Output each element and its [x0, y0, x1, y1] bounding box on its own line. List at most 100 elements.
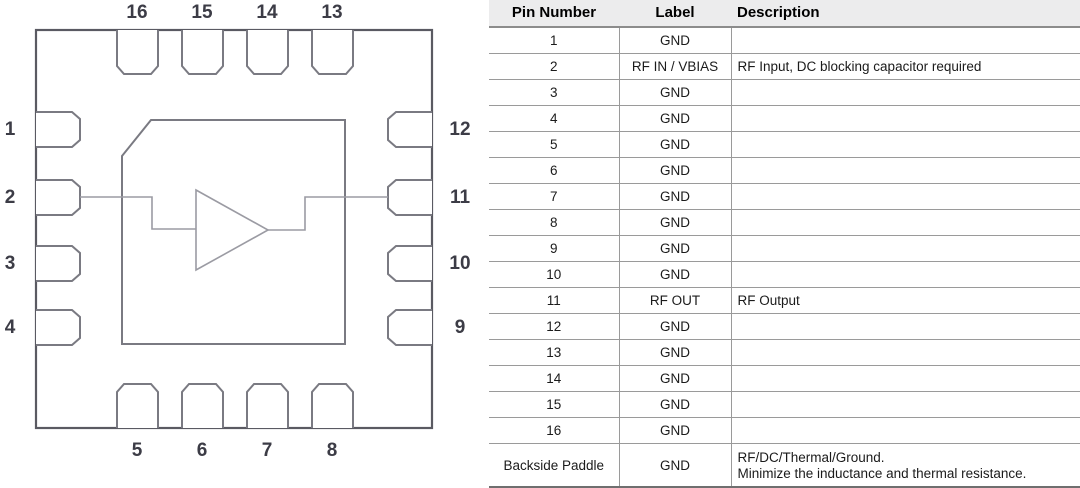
table-row: 12 GND — [489, 313, 1080, 340]
pin-label-14: 14 — [256, 2, 278, 23]
pad-7 — [246, 383, 289, 428]
table-header-row: Pin Number Label Description — [489, 0, 1080, 28]
pin-label-6: 6 — [197, 440, 208, 461]
pin-label-3: 3 — [5, 253, 16, 274]
cell-desc: RF Output — [731, 287, 1080, 314]
cell-desc — [731, 391, 1080, 418]
cell-pin: 6 — [489, 157, 620, 184]
cell-pin: 3 — [489, 79, 620, 106]
cell-label: RF OUT — [619, 287, 732, 314]
table-row: 4 GND — [489, 105, 1080, 132]
pin-label-8: 8 — [327, 440, 338, 461]
cell-desc — [731, 365, 1080, 392]
pad-2 — [36, 179, 81, 216]
header-label: Label — [619, 0, 731, 28]
cell-pin: 4 — [489, 105, 620, 132]
table-row: 1 GND — [489, 27, 1080, 54]
pin-label-11: 11 — [450, 187, 471, 208]
cell-label: RF IN / VBIAS — [619, 53, 732, 80]
cell-desc — [731, 313, 1080, 340]
pinout-figure: 16 15 14 13 5 6 7 8 1 2 3 4 12 11 10 9 — [5, 0, 1080, 488]
cell-desc — [731, 131, 1080, 158]
cell-label: GND — [619, 235, 732, 262]
pin-label-12: 12 — [449, 119, 470, 140]
table-row: 7 GND — [489, 183, 1080, 210]
package-outline — [34, 28, 434, 430]
cell-pin: 12 — [489, 313, 620, 340]
cell-desc: RF Input, DC blocking capacitor required — [731, 53, 1080, 80]
table-row-backside-paddle: Backside Paddle GND RF/DC/Thermal/Ground… — [489, 443, 1080, 488]
cell-desc — [731, 27, 1080, 54]
cell-desc — [731, 417, 1080, 444]
pin-description-table-wrap: Pin Number Label Description 1 GND 2 RF … — [489, 0, 1080, 488]
table-row: 2 RF IN / VBIAS RF Input, DC blocking ca… — [489, 53, 1080, 80]
cell-pin: 11 — [489, 287, 620, 314]
pad-13 — [311, 30, 354, 75]
pad-16 — [116, 30, 159, 75]
pin-label-5: 5 — [132, 440, 143, 461]
trace-rf-out — [268, 196, 388, 231]
pad-3 — [36, 245, 81, 282]
cell-desc — [731, 209, 1080, 236]
cell-desc — [731, 183, 1080, 210]
cell-pin: Backside Paddle — [489, 443, 620, 488]
cell-pin: 9 — [489, 235, 620, 262]
cell-desc-line-1: RF/DC/Thermal/Ground. — [737, 449, 885, 465]
pad-10 — [387, 245, 432, 282]
cell-label: GND — [619, 27, 732, 54]
header-description: Description — [731, 0, 1080, 28]
cell-pin: 13 — [489, 339, 620, 366]
cell-desc — [731, 105, 1080, 132]
cell-pin: 8 — [489, 209, 620, 236]
table-row: 8 GND — [489, 209, 1080, 236]
package-svg: 16 15 14 13 5 6 7 8 1 2 3 4 12 11 10 9 — [5, 2, 471, 461]
table-row: 6 GND — [489, 157, 1080, 184]
cell-pin: 16 — [489, 417, 620, 444]
pin-label-7: 7 — [262, 440, 273, 461]
cell-desc — [731, 339, 1080, 366]
cell-desc — [731, 235, 1080, 262]
table-row: 14 GND — [489, 365, 1080, 392]
table-row: 3 GND — [489, 79, 1080, 106]
pin-label-16: 16 — [126, 2, 147, 23]
die-outline — [121, 119, 346, 345]
table-row: 16 GND — [489, 417, 1080, 444]
table-row: 5 GND — [489, 131, 1080, 158]
pad-12 — [387, 111, 432, 148]
cell-desc: RF/DC/Thermal/Ground. Minimize the induc… — [731, 443, 1080, 488]
pad-9 — [387, 309, 432, 346]
cell-label: GND — [619, 79, 732, 106]
pad-8 — [311, 383, 354, 428]
pin-label-4: 4 — [5, 317, 16, 338]
table-row: 15 GND — [489, 391, 1080, 418]
cell-label: GND — [619, 261, 732, 288]
pad-11 — [387, 179, 432, 216]
cell-label: GND — [619, 417, 732, 444]
cell-label: GND — [619, 209, 732, 236]
table-row: 9 GND — [489, 235, 1080, 262]
cell-desc-line-2: Minimize the inductance and thermal resi… — [737, 466, 1027, 481]
cell-pin: 1 — [489, 27, 620, 54]
cell-label: GND — [619, 157, 732, 184]
cell-pin: 5 — [489, 131, 620, 158]
cell-pin: 14 — [489, 365, 620, 392]
pad-5 — [116, 383, 159, 428]
cell-label: GND — [619, 365, 732, 392]
cell-label: GND — [619, 131, 732, 158]
cell-desc — [731, 261, 1080, 288]
cell-pin: 7 — [489, 183, 620, 210]
trace-rf-in — [80, 196, 196, 230]
cell-desc — [731, 157, 1080, 184]
amplifier-triangle-icon — [195, 188, 270, 272]
cell-label: GND — [619, 313, 732, 340]
cell-label: GND — [619, 391, 732, 418]
pin-label-2: 2 — [5, 187, 16, 208]
pin-label-9: 9 — [455, 317, 466, 338]
table-row: 13 GND — [489, 339, 1080, 366]
pin-description-table: Pin Number Label Description 1 GND 2 RF … — [489, 0, 1080, 488]
cell-pin: 15 — [489, 391, 620, 418]
pad-15 — [181, 30, 224, 75]
cell-pin: 2 — [489, 53, 620, 80]
table-body: 1 GND 2 RF IN / VBIAS RF Input, DC block… — [489, 27, 1080, 488]
header-pin-number: Pin Number — [489, 0, 619, 28]
